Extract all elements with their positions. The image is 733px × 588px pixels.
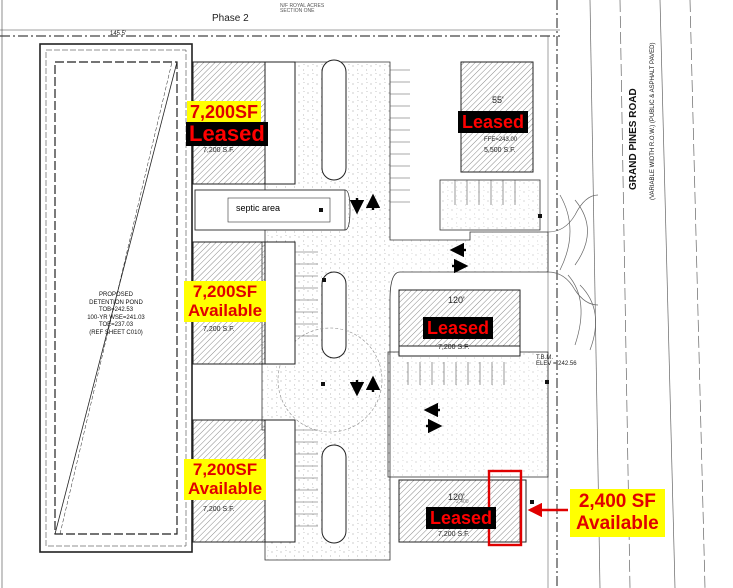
- tiny-slot-label: 2,400: [456, 499, 469, 505]
- width-120-b: 120': [448, 492, 465, 502]
- grand-pines-road: [547, 0, 706, 588]
- tbm-label: T.B.M. ELEV = 242.56: [536, 355, 577, 367]
- septic-area: [227, 197, 331, 223]
- callout-leased-middle-right: Leased: [423, 317, 494, 339]
- septic-field-circle: [277, 327, 383, 433]
- callout-7200sf-bottom: 7,200SF Available: [184, 459, 267, 500]
- callout-7200sf-top-status: Leased: [186, 122, 268, 146]
- building-sf-4: 5,500 S.F.: [484, 147, 516, 154]
- pond-line-5: TOE=237.03: [98, 322, 134, 328]
- property-lines: [0, 0, 560, 588]
- phase-label: Phase 2: [212, 13, 249, 24]
- callout-7200sf-top-sf: 7,200SF: [187, 101, 262, 123]
- callout-2400sf: 2,400 SF Available: [570, 489, 665, 537]
- traffic-arrows: [349, 193, 469, 434]
- callout-leased-5500sf: Leased: [458, 111, 529, 133]
- pond-line-6: (REF SHEET C010): [89, 329, 143, 336]
- buildings: [192, 61, 534, 543]
- callout-7200sf-bottom-sf: 7,200SF: [192, 460, 258, 479]
- callout-2400sf-status: Available: [576, 513, 659, 534]
- callout-7200sf-bottom-status: Available: [188, 479, 263, 498]
- callout-7200sf-mid-status: Available: [188, 301, 263, 320]
- road-name: GRAND PINES ROAD: [628, 88, 639, 190]
- parking-stalls: [295, 69, 516, 527]
- septic-label: septic area: [236, 203, 281, 213]
- top-note: N/F ROYAL ACRES SECTION ONE: [280, 3, 325, 14]
- building-sf-1: 7,200 S.F.: [203, 147, 235, 154]
- pond-line-3: TOB=242.53: [98, 307, 134, 313]
- callout-7200sf-mid-sf: 7,200SF: [192, 282, 258, 301]
- building-sf-6: 7,200 S.F.: [438, 531, 470, 538]
- pond-line-1: PROPOSED: [98, 292, 133, 298]
- pond-label: PROPOSED DETENTION POND TOB=242.53 100-Y…: [78, 292, 154, 337]
- pond-line-4: 100-YR WSE=241.03: [87, 314, 145, 321]
- callout-7200sf-mid: 7,200SF Available: [184, 281, 267, 322]
- building-sf-2: 7,200 S.F.: [203, 326, 235, 333]
- width-120-a: 120': [448, 295, 465, 305]
- width-55: 55': [492, 95, 504, 105]
- road-name-text: GRAND PINES ROAD: [628, 88, 639, 190]
- callout-leased-bottom-right: Leased: [426, 507, 497, 529]
- pond-line-2: DETENTION POND: [89, 299, 143, 306]
- building-sf-3: 7,200 S.F.: [203, 506, 235, 513]
- road-sub: (VARIABLE WIDTH R.O.W.) (PUBLIC & ASPHAL…: [650, 42, 656, 200]
- building-sf-5: 7,200 S.F.: [438, 344, 470, 351]
- medians: [321, 59, 347, 544]
- ffe-label: FFE=243.00: [484, 137, 518, 143]
- callout-2400sf-sf: 2,400 SF: [578, 491, 656, 512]
- top-width-dim: 145.5': [110, 31, 127, 37]
